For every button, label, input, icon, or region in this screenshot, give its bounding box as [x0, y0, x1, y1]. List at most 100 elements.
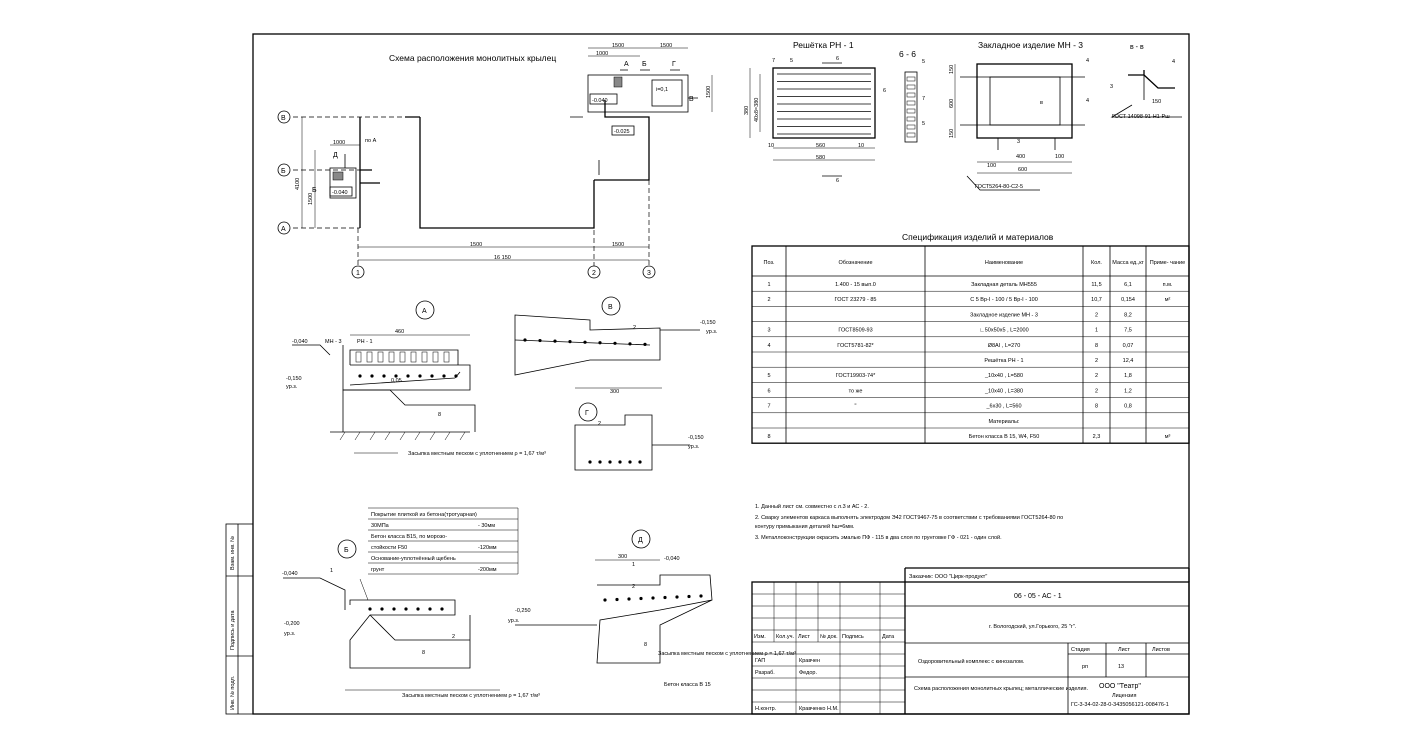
- stamp-header: № док.: [820, 634, 838, 640]
- rebar-dot: [588, 460, 592, 464]
- spec-cell: 2: [1095, 358, 1098, 364]
- svg-text:1000: 1000: [333, 140, 345, 146]
- layer-name: Бетон класса В15, по морозо-: [371, 534, 447, 540]
- stamp-person: Кравченко Н.М.: [799, 706, 839, 712]
- rebar-dot: [613, 341, 617, 345]
- rebar-dot: [638, 460, 642, 464]
- stamp-role: Разраб.: [755, 670, 775, 676]
- spec-cell: Ø8АI , L=270: [988, 343, 1021, 349]
- spec-header: Поз.: [764, 260, 775, 266]
- stamp-customer: Заказчик: ООО "Цирк-продукт": [909, 574, 987, 580]
- rebar-dot: [404, 607, 408, 611]
- spec-cell: Закладное изделие МН - 3: [970, 312, 1038, 318]
- stamp-license: Лицензия: [1112, 693, 1136, 699]
- side-stamp: Взам. инв. № Подпись и дата Инв. № подл.: [225, 523, 254, 715]
- axis-col-1: [351, 265, 365, 279]
- grate-dim-s: 10: [768, 143, 774, 149]
- stamp-sheet: 13: [1118, 664, 1124, 670]
- grate-bar: [421, 351, 428, 363]
- detail-a-ground: ур.з.: [286, 384, 298, 390]
- rebar-dot: [368, 607, 372, 611]
- stamp-stage-h: Стадия: [1071, 647, 1090, 653]
- detail-a-lvl1: -0,040: [292, 339, 308, 345]
- sheet-frame: [252, 33, 1190, 715]
- rebar-dot: [442, 374, 446, 378]
- spec-cell: 2: [767, 297, 770, 303]
- detail-d-concrete: Бетон класса В 15: [664, 682, 711, 688]
- rebar-dot: [598, 460, 602, 464]
- embed-gost: ГОСТ 14098-91-Н1-Рш: [1112, 114, 1170, 120]
- detail-g-ground: ур.з.: [688, 444, 700, 450]
- spec-cell: ": [855, 404, 857, 410]
- detail-v-lvl: -0,150: [700, 320, 716, 326]
- spec-table: Спецификация изделий и материалов Поз.Об…: [751, 232, 1190, 444]
- detail-g-lvl: -0,150: [688, 435, 704, 441]
- spec-cell: 0,8: [1124, 404, 1132, 410]
- spec-cell: 8,2: [1124, 312, 1132, 318]
- plan-dim-d4: 1000: [596, 51, 608, 57]
- side-sign-label: Подпись и дата: [230, 610, 236, 650]
- spec-cell: то же: [849, 388, 863, 394]
- spec-header: Приме- чание: [1150, 260, 1185, 266]
- spec-cell: 5: [767, 373, 770, 379]
- rebar-dot: [370, 374, 374, 378]
- rebar-dot: [392, 607, 396, 611]
- embed-dim-c: 100: [1055, 154, 1064, 160]
- svg-text:8: 8: [422, 650, 425, 656]
- rebar-dot: [675, 595, 679, 599]
- grate-mark-6: 6: [883, 88, 886, 94]
- embed-mn3: Закладное изделие МН - 3 в 100 400 100 6…: [949, 40, 1182, 191]
- detail-d-lvl1: -0,040: [664, 556, 680, 562]
- svg-text:8: 8: [438, 412, 441, 418]
- embed-mark-4: 4: [1086, 58, 1089, 64]
- svg-text:1500: 1500: [470, 242, 482, 248]
- spec-cell: 6,1: [1124, 282, 1132, 288]
- spec-cell: 0,154: [1121, 297, 1135, 303]
- grate-bar: [432, 351, 439, 363]
- grate-section-bar: [906, 84, 916, 90]
- rebar-dot: [416, 607, 420, 611]
- spec-cell: _6х30 , L=560: [985, 404, 1021, 410]
- grate-section-bar: [906, 92, 916, 98]
- axis-row-a: [277, 221, 291, 235]
- spec-header: Обозначение: [838, 260, 872, 266]
- embed-dim-a: 100: [987, 163, 996, 169]
- axis-col-3-label: 3: [647, 270, 651, 277]
- grate-section-bar: [906, 76, 916, 82]
- grate-rn1: Решётка РН - 1 560 580 10 10 380 40x8=38…: [744, 40, 925, 184]
- spec-cell: 10,7: [1091, 297, 1102, 303]
- embed-title: Закладное изделие МН - 3: [978, 40, 1083, 50]
- grate-bar: [410, 351, 417, 363]
- detail-a-rn: РН - 1: [357, 339, 373, 345]
- rebar-dot: [628, 460, 632, 464]
- embed-mark-3: 3: [1017, 139, 1020, 145]
- plan-level-l3: -0.040: [332, 190, 348, 196]
- stamp-object: Оздоровительный комплекс с кинозалом.: [918, 658, 1025, 665]
- note-2b: контуру примыкания деталей hш=6мм.: [755, 523, 855, 530]
- embed-dim-b: 400: [1016, 154, 1025, 160]
- rebar-dot: [628, 342, 632, 346]
- detail-b-soil: Засыпка местным песком с уплотнением ρ =…: [402, 693, 540, 699]
- svg-text:в: в: [1040, 100, 1043, 106]
- spec-cell: _10х40 , L=580: [984, 373, 1023, 379]
- axis-col-2: [587, 265, 601, 279]
- detail-d-mark: Д: [638, 537, 643, 544]
- rebar-dot: [598, 341, 602, 345]
- plan-level-l1: -0.040: [592, 98, 608, 104]
- rebar-dot: [428, 607, 432, 611]
- stamp-address: г. Вологодский, ул.Горького, 25 "г".: [989, 623, 1077, 630]
- detail-b-lvl2: -0,200: [284, 621, 300, 627]
- detail-d-soil: Засыпка местным песком с уплотнением ρ =…: [658, 651, 796, 657]
- grate-sec-mark-7: 7: [922, 96, 925, 102]
- stamp-person: Кравчен: [799, 658, 820, 664]
- spec-cell: 2: [1095, 388, 1098, 394]
- svg-text:8: 8: [644, 642, 647, 648]
- stamp-role: Н.контр.: [755, 706, 777, 712]
- rebar-dot: [608, 460, 612, 464]
- spec-cell: С 5 Вр-I - 100 / 5 Вр-I - 100: [970, 297, 1038, 303]
- axis-col-1-label: 1: [356, 270, 360, 277]
- spec-cell: 1,2: [1124, 388, 1132, 394]
- spec-cell: 1.400 - 15 вып.0: [835, 282, 876, 288]
- stamp-header: Подпись: [842, 634, 864, 640]
- stamp-sheet-h: Лист: [1118, 647, 1130, 653]
